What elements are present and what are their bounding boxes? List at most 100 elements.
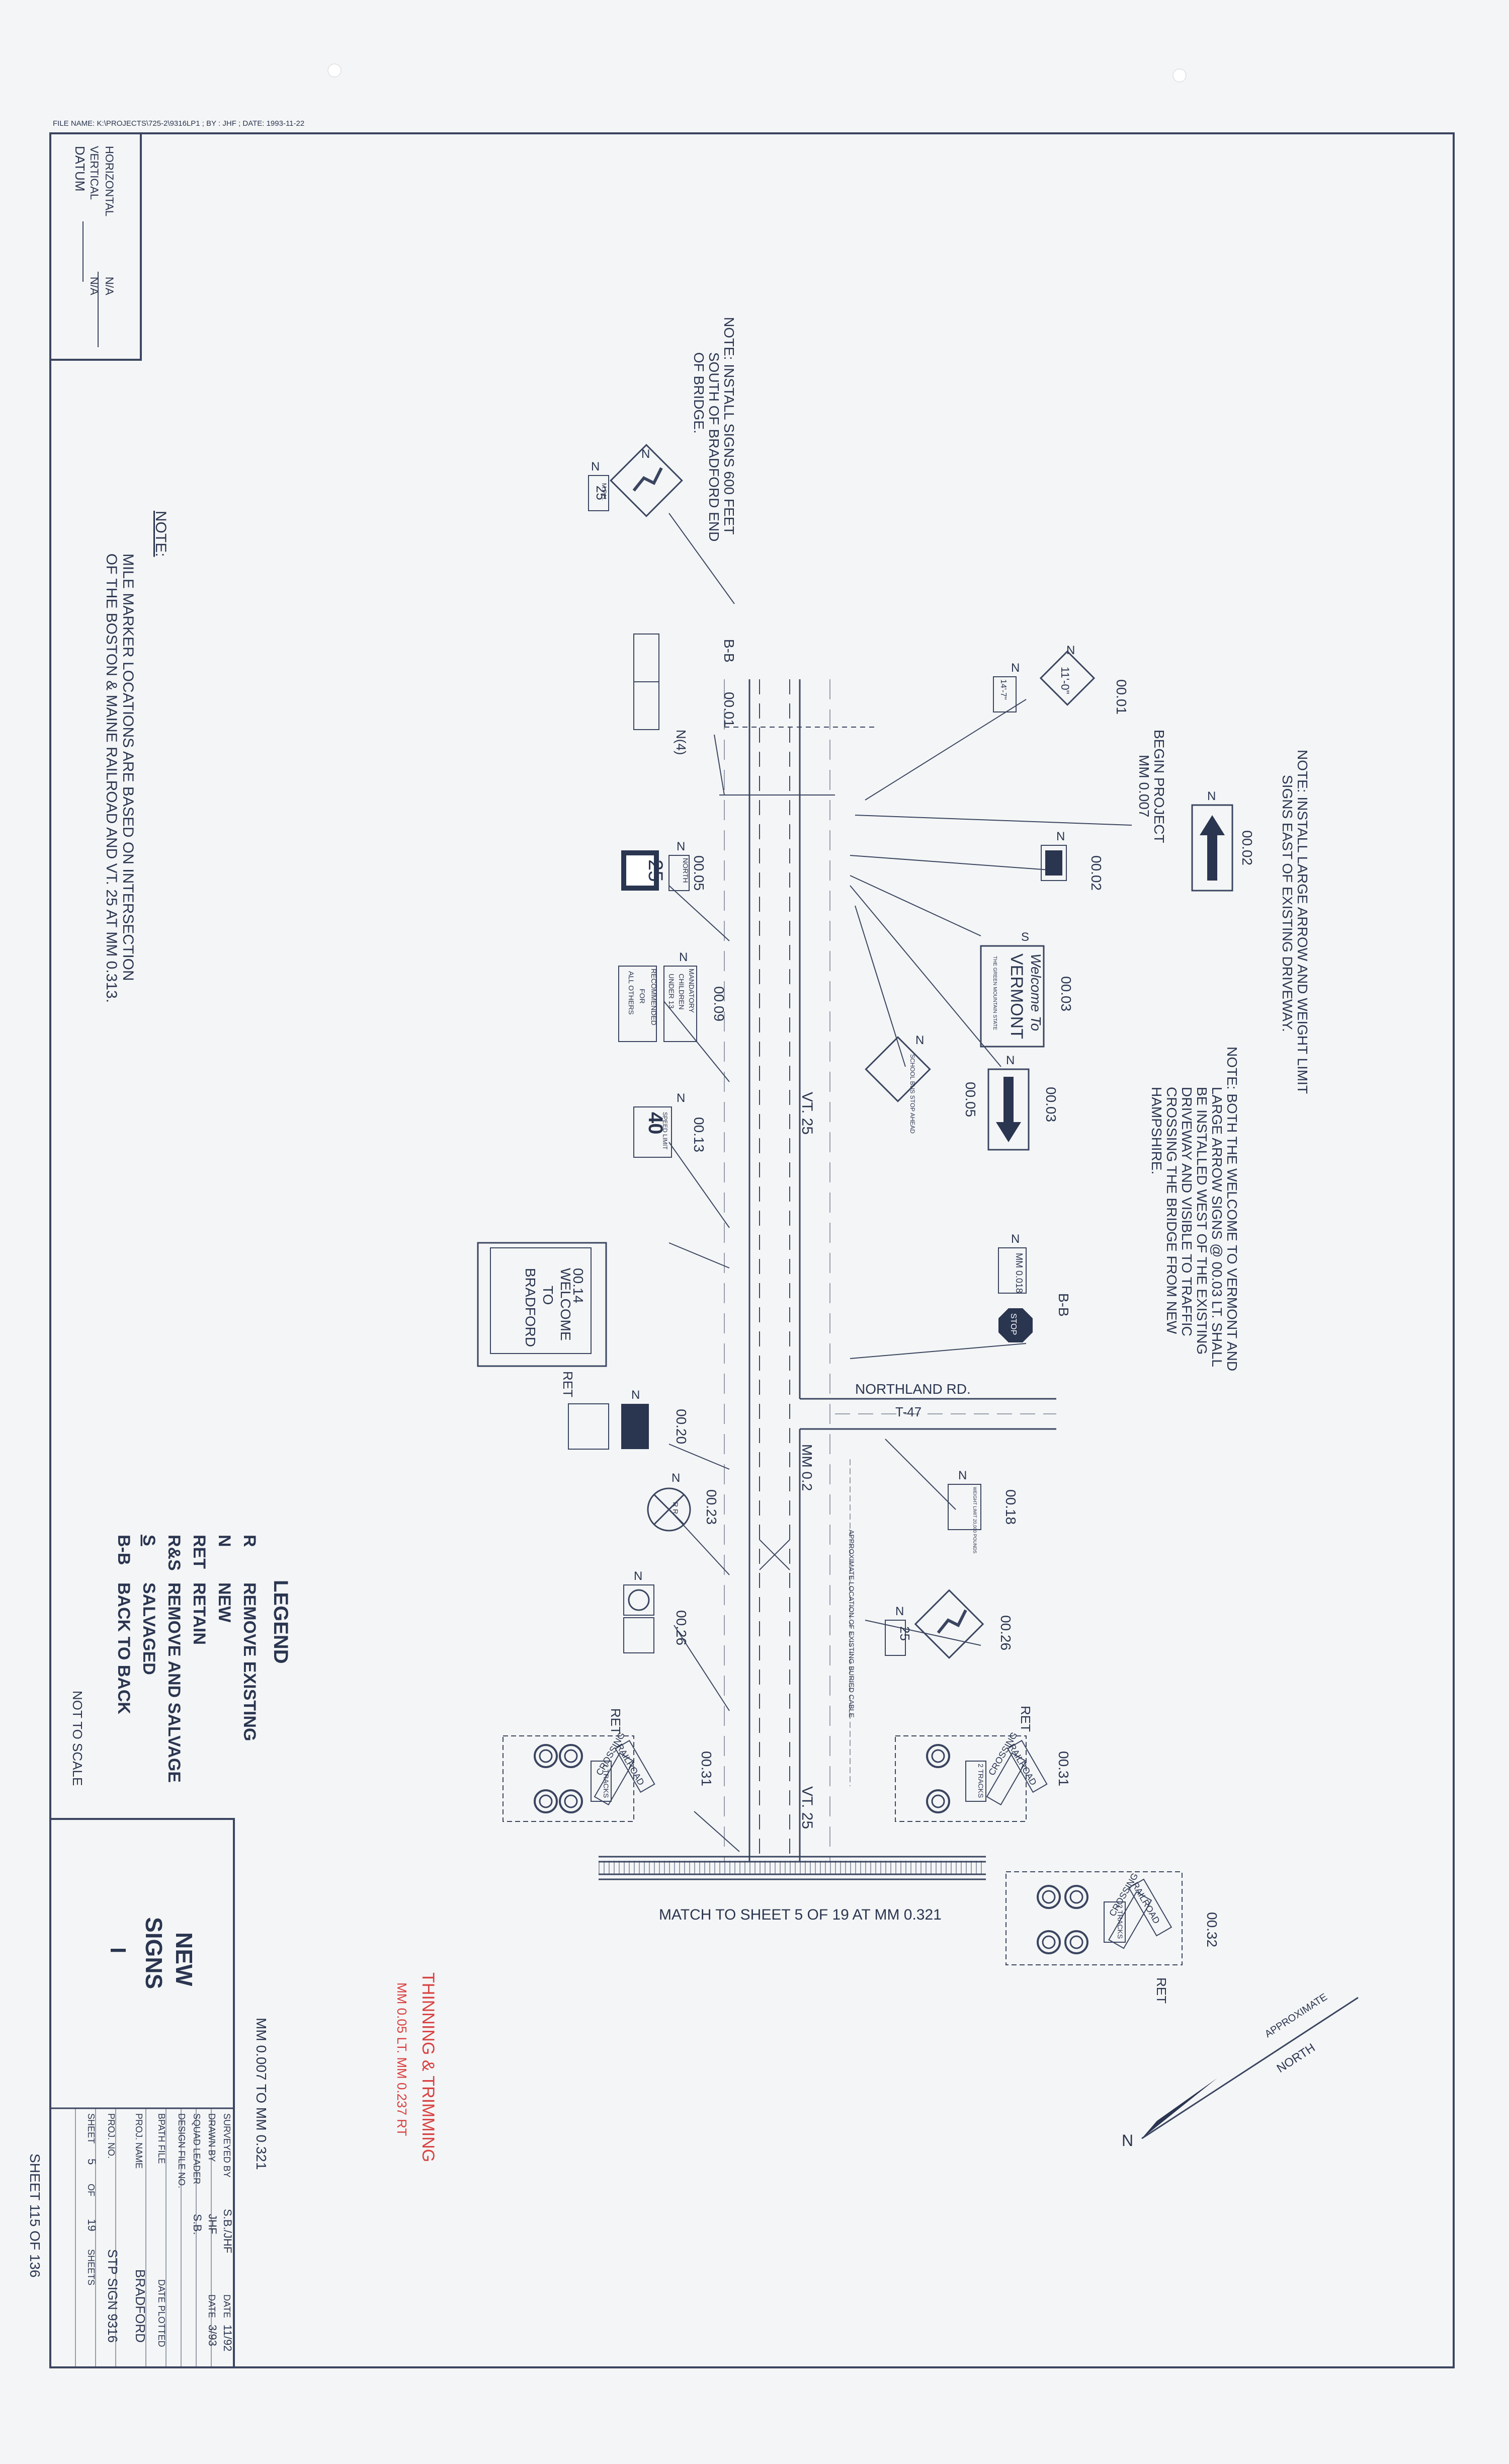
mark-n-7: N	[1006, 1054, 1015, 1067]
station-00-18: 00.18	[1003, 1489, 1019, 1525]
drawn-by-label: DRAWN BY	[207, 2113, 217, 2162]
welcome-bradford-line3: BRADFORD	[523, 1268, 538, 1347]
welcome-to-vermont-sign: 00.03 Welcome To VERMONT THE GREEN MOUNT…	[980, 945, 1074, 1048]
datum-vertical-value: N/A	[88, 277, 101, 295]
weight-limit-sign-00-18: 00.18 WEIGHT LIMIT 20,000 POUNDS	[948, 1484, 1019, 1553]
proj-name-label: PROJ. NAME	[134, 2113, 144, 2169]
school-bus-stop-sign: SCHOOL BUS STOP AHEAD 00.05	[865, 1036, 978, 1134]
note-arrow-weight-line1: NOTE: INSTALL LARGE ARROW AND WEIGHT LIM…	[1295, 750, 1310, 1094]
station-00-26-top: 00.26	[998, 1615, 1014, 1650]
signs-00-26-south: 00.26	[623, 1584, 689, 1653]
handwritten-annotation: THINNING & TRIMMING MM 0.05 LT. MM 0.237…	[394, 1972, 438, 2162]
welcome-to-bradford-sign: 00.14 WELCOME TO BRADFORD RET	[477, 1242, 607, 1397]
squad-leader-value: S.B.	[191, 2214, 204, 2235]
mark-n-11: N	[679, 950, 688, 964]
legend-desc-0: REMOVE EXISTING	[240, 1582, 259, 1741]
welcome-bradford-line2: TO	[540, 1286, 556, 1305]
child-sign-children: CHILDREN	[678, 974, 686, 1010]
handwritten-line1: THINNING & TRIMMING	[418, 1972, 438, 2162]
file-name-header: FILE NAME: K:\PROJECTS\725-2\9316LP1 ; B…	[53, 119, 304, 128]
road-linework	[599, 679, 1056, 1880]
b-b-signs-00-01: B-B 00.01 N(4)	[633, 633, 737, 755]
railroad-advance-sign-00-23: 00.23 R R	[647, 1487, 719, 1532]
surveyed-by-value: S.B./JHF	[221, 2209, 234, 2253]
datum-horizontal-value: N/A	[103, 277, 116, 295]
mark-n-16: N	[895, 1605, 904, 1618]
sheet-number: 5	[86, 2159, 98, 2165]
sheet-overall: SHEET 115 OF 136	[27, 2154, 43, 2277]
datum-horizontal-label: HORIZONTAL	[103, 146, 116, 216]
note-welcome-line2: LARGE ARROW SIGNS @ 00.03 LT. SHALL	[1209, 1087, 1225, 1367]
station-00-03-a: 00.03	[1058, 976, 1074, 1011]
note-welcome-line6: HAMPSHIRE.	[1149, 1087, 1164, 1174]
route-marker-north: NORTH	[682, 858, 690, 883]
legend-scale: NOT TO SCALE	[70, 1691, 85, 1786]
note-welcome-line4: DRIVEWAY AND VISIBLE TO TRAFFIC	[1179, 1087, 1195, 1336]
legend-code-4: S	[139, 1535, 158, 1546]
legend-desc-5: BACK TO BACK	[114, 1582, 133, 1714]
north-arrow-n: N	[1122, 2131, 1133, 2150]
clearance-value-1: 11'-0"	[1059, 667, 1071, 694]
date-label-2: DATE	[207, 2294, 217, 2318]
note-mile-marker: NOTE: MILE MARKER LOCATIONS ARE BASED ON…	[103, 511, 169, 1003]
station-00-05-top: 00.05	[963, 1082, 978, 1117]
child-sign-recommended: RECOMMENDED	[650, 969, 658, 1025]
legend-code-5: B-B	[114, 1535, 133, 1565]
side-road-number: T-47	[895, 1404, 921, 1419]
signs-00-20: 00.20	[568, 1403, 689, 1450]
curve-warning-sign-north: 25 M.P.H.	[588, 444, 683, 517]
station-00-02-top: 00.02	[1239, 830, 1255, 865]
mark-n-2: N	[591, 460, 600, 473]
note-bradford-end-line2: SOUTH OF BRADFORD END	[706, 352, 722, 541]
note-mile-marker-line1: MILE MARKER LOCATIONS ARE BASED ON INTER…	[120, 553, 136, 981]
sheet-label: SHEET	[86, 2113, 96, 2143]
surveyed-by-label: SURVEYED BY	[222, 2113, 232, 2178]
speed-advisory-25-top: 25	[594, 486, 609, 500]
sheet-border	[49, 132, 1455, 2368]
legend-title: LEGEND	[270, 1580, 292, 1664]
station-00-32: 00.32	[1204, 1912, 1220, 1947]
title-range: MM 0.007 TO MM 0.321	[254, 2018, 269, 2170]
speed-limit-40-sign: 00.13 SPEED LIMIT 40	[633, 1106, 707, 1158]
date-value-2: 3/93	[206, 2325, 219, 2346]
match-line-label: MATCH TO SHEET 5 OF 19 AT MM 0.321	[659, 1906, 942, 1923]
sheet-of: OF	[86, 2184, 96, 2196]
clearance-value-2: 14'-7"	[999, 679, 1008, 700]
welcome-vt-line2: VERMONT	[1007, 953, 1026, 1039]
railroad-crossing-signal-00-32: 00.32 RET RAILROAD CROSSING 2 TRACKS	[1005, 1871, 1220, 2004]
school-bus-stop-text: SCHOOL BUS STOP AHEAD	[909, 1054, 916, 1134]
station-00-31-top: 00.31	[1056, 1751, 1071, 1786]
welcome-vt-line3: THE GREEN MOUNTAIN STATE	[992, 956, 997, 1030]
speed-limit-value: 40	[644, 1112, 666, 1135]
legend-code-3: R&S	[164, 1535, 184, 1571]
mark-n-6: N	[1056, 830, 1065, 843]
child-sign-for: FOR	[638, 989, 646, 1004]
ret-label-crossing-00-32: RET	[1154, 1977, 1169, 2004]
station-00-03-b: 00.03	[1043, 1087, 1059, 1122]
stop-sign: STOP B-B	[998, 1293, 1071, 1342]
note-welcome-vermont: NOTE: BOTH THE WELCOME TO VERMONT AND LA…	[1149, 1047, 1240, 1371]
design-file-label: DESIGN FILE NO.	[177, 2113, 187, 2188]
datum-vertical-label: VERTICAL	[88, 146, 101, 200]
note-welcome-line1: NOTE: BOTH THE WELCOME TO VERMONT AND	[1224, 1047, 1240, 1371]
note-bradford-end-line3: OF BRIDGE.	[691, 352, 707, 434]
mark-n-10: N	[677, 840, 685, 853]
mark-n-13: N	[958, 1469, 967, 1482]
mark-n-9: N	[1011, 1232, 1020, 1246]
mark-s-1: S	[1021, 930, 1029, 944]
mile-marker-post-0-018: MM 0.018	[998, 1247, 1027, 1294]
ret-label-crossing-north: RET	[1018, 1706, 1033, 1732]
legend-code-2: RET	[190, 1535, 209, 1569]
legend-desc-3: REMOVE AND SALVAGE	[164, 1582, 184, 1783]
station-00-05-bottom: 00.05	[691, 855, 707, 891]
weight-limit-sign-00-02: 00.02	[1041, 845, 1104, 891]
proj-no-label: PROJ. NO.	[106, 2113, 116, 2159]
buried-cable-label: APPROXIMATE LOCATION OF EXISTING BURIED …	[848, 1530, 856, 1718]
child-sign-all-others: ALL OTHERS	[627, 971, 635, 1015]
legend-code-0: R	[240, 1535, 259, 1547]
note-mile-marker-title: NOTE:	[152, 511, 169, 557]
speed-advisory-25-bottom: 25	[897, 1626, 912, 1641]
station-00-13: 00.13	[691, 1117, 707, 1152]
title-signs: SIGNS	[141, 1917, 167, 1989]
